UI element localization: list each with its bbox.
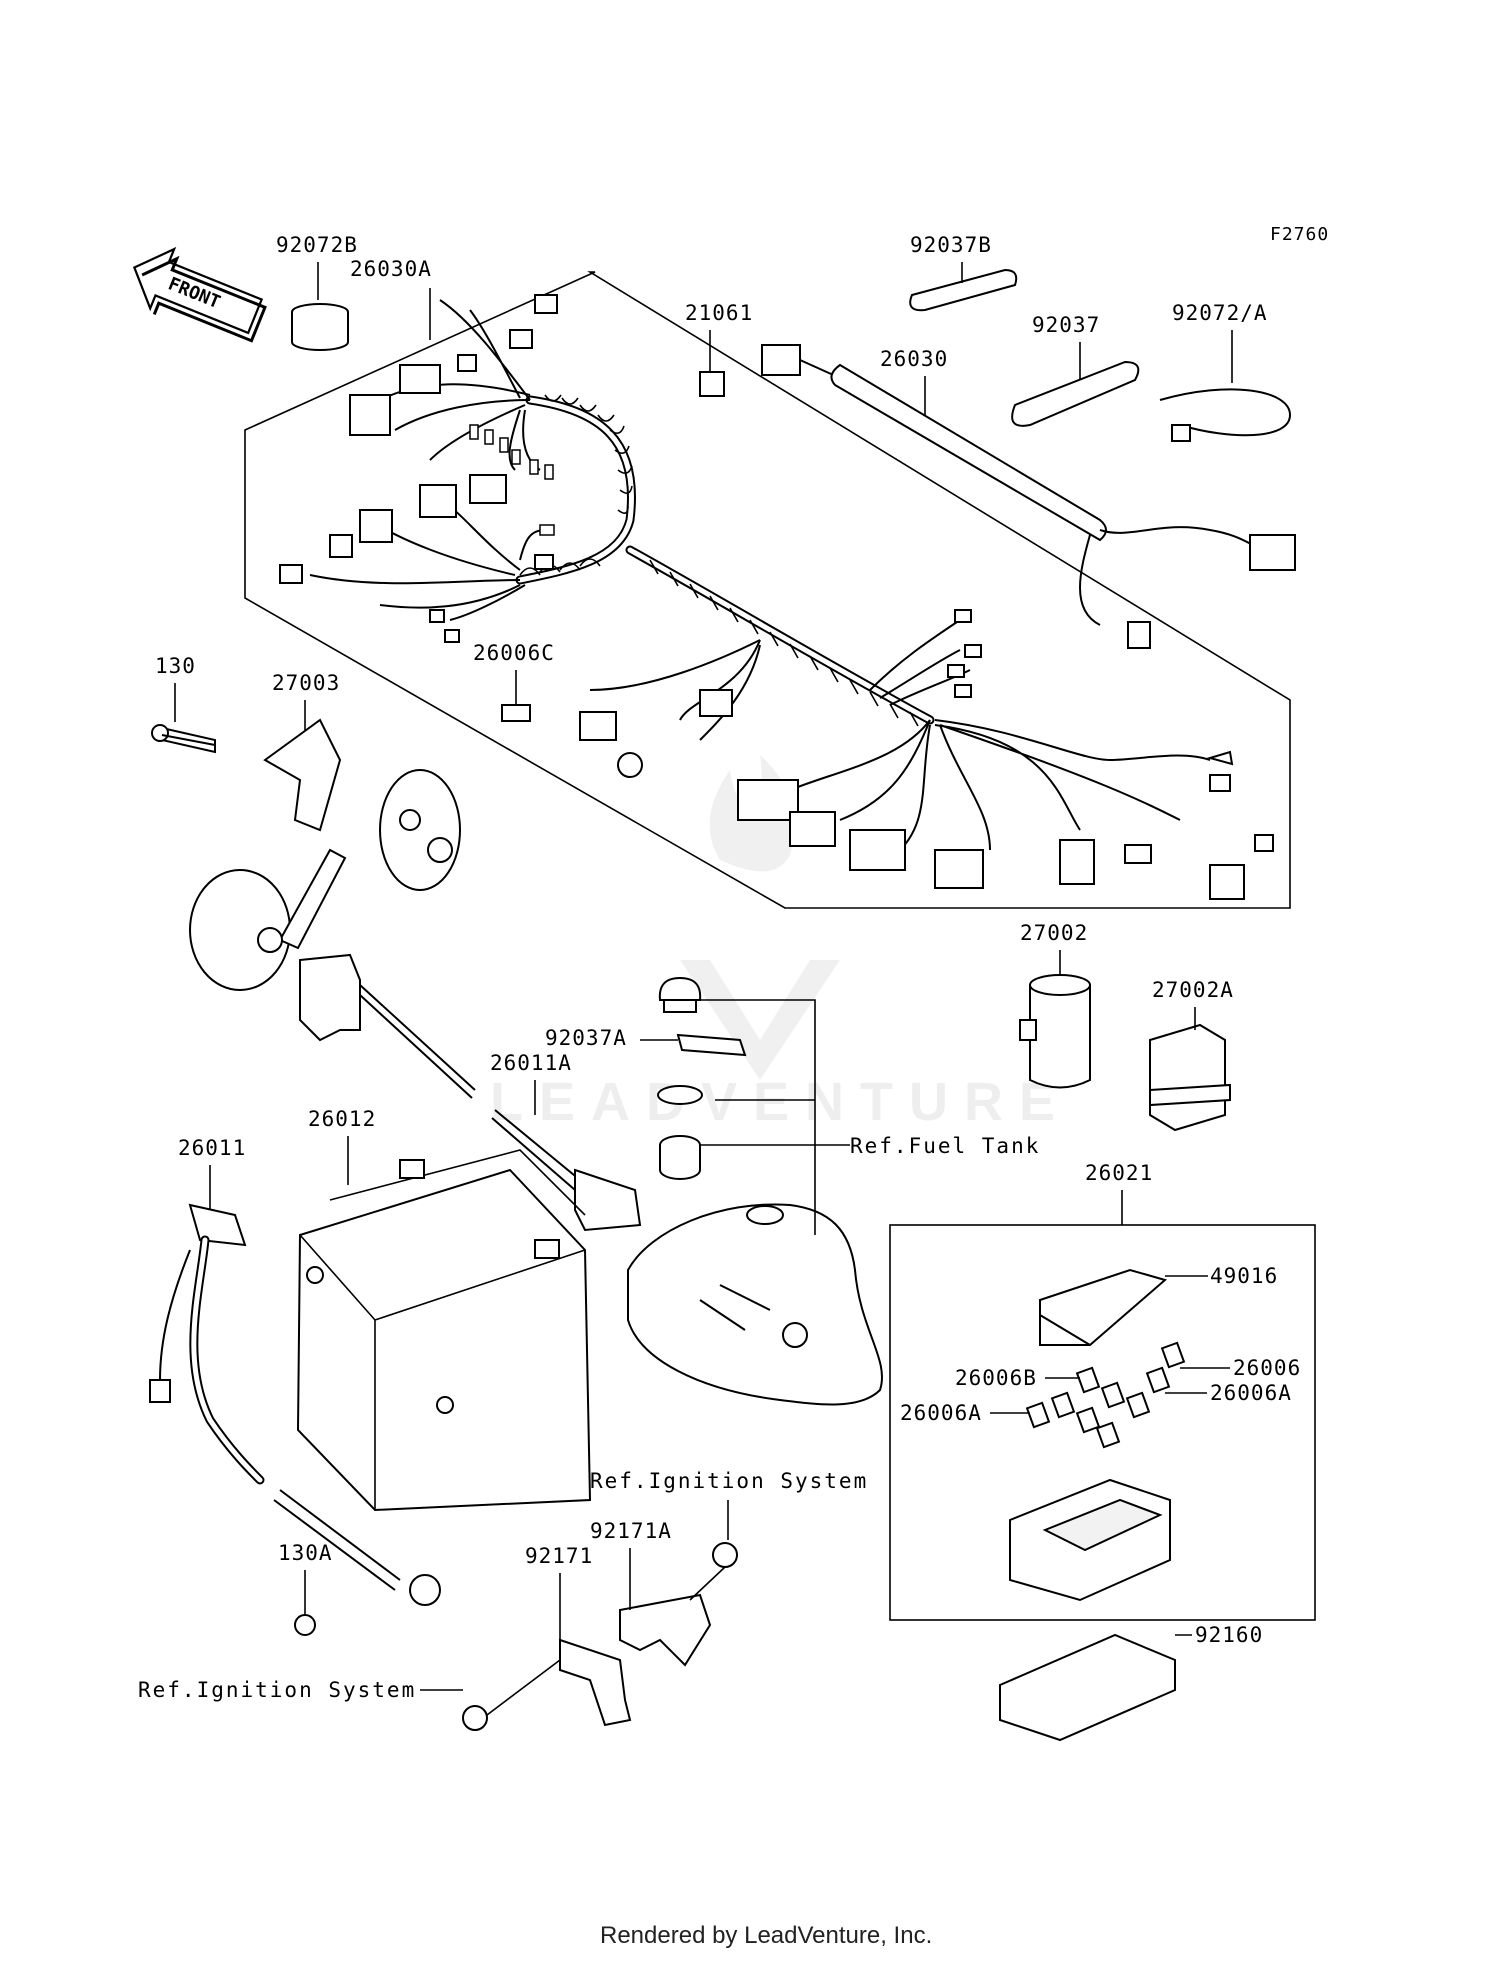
front-arrow: FRONT: [132, 246, 267, 343]
label-49016: 49016: [1210, 1264, 1278, 1288]
part-21061-shape: [699, 371, 725, 397]
part-26006C-shape: [501, 704, 531, 722]
label-92171: 92171: [525, 1544, 593, 1568]
label-130A: 130A: [278, 1541, 333, 1565]
sub-wiring-harness: [761, 344, 1296, 649]
part-92072B-shape: [291, 303, 349, 351]
label-92171A: 92171A: [590, 1519, 672, 1543]
part-92171-bracket: [462, 1638, 632, 1731]
label-26006: 26006: [1233, 1356, 1301, 1380]
watermark-text: LEADVENTURE: [490, 1072, 1071, 1132]
label-26006C: 26006C: [473, 641, 555, 665]
label-26006B: 26006B: [955, 1366, 1037, 1390]
part-92160-cover: [999, 1633, 1176, 1742]
ref-fuel-tank: Ref.Fuel Tank: [850, 1134, 1040, 1158]
footer-credit: Rendered by LeadVenture, Inc.: [600, 1922, 932, 1949]
label-21061: 21061: [685, 301, 753, 325]
part-26011A-shape: [299, 953, 642, 1232]
label-92160: 92160: [1195, 1623, 1263, 1647]
label-26030: 26030: [880, 347, 948, 371]
label-92037: 92037: [1032, 313, 1100, 337]
label-26021: 26021: [1085, 1161, 1153, 1185]
label-92072A: 92072/A: [1172, 301, 1268, 325]
fuses: [1025, 1341, 1186, 1449]
fuse-box-outline: [889, 1224, 1316, 1621]
label-27002: 27002: [1020, 921, 1088, 945]
label-130: 130: [155, 654, 196, 678]
fuse-block-body: [1009, 1478, 1171, 1602]
part-26011-cable: [149, 1203, 441, 1606]
part-26012-battery: [296, 1149, 592, 1512]
part-92037-shape: [1011, 360, 1140, 427]
label-92037A: 92037A: [545, 1026, 627, 1050]
label-26011: 26011: [178, 1136, 246, 1160]
part-92171A-bracket: [619, 1542, 738, 1667]
label-26011A: 26011A: [490, 1051, 572, 1075]
label-26030A: 26030A: [350, 257, 432, 281]
label-92037B: 92037B: [910, 233, 992, 257]
label-27003: 27003: [272, 671, 340, 695]
part-27002A-shape: [1149, 1023, 1231, 1132]
harness-outline: [244, 271, 1291, 909]
part-92037B-shape: [909, 268, 1018, 312]
label-26006A-right: 26006A: [1210, 1381, 1292, 1405]
part-92072A-shape: [1159, 388, 1292, 442]
label-27002A: 27002A: [1152, 978, 1234, 1002]
part-27002-shape: [1019, 974, 1091, 1089]
label-92072B: 92072B: [276, 233, 358, 257]
part-130-bolt: [161, 734, 216, 746]
part-130A-shape: [294, 1614, 316, 1636]
fuel-tank-assembly: [627, 976, 883, 1406]
ref-ignition-lower: Ref.Ignition System: [138, 1678, 416, 1702]
watermark: LEADVENTURE: [490, 755, 1071, 1132]
label-26012: 26012: [308, 1107, 376, 1131]
diagram-code: F2760: [1270, 224, 1329, 245]
horn-assembly: [151, 718, 461, 991]
ref-ignition-upper: Ref.Ignition System: [590, 1469, 868, 1493]
main-wiring-harness: [279, 294, 1274, 900]
labels: 92072B 26030A 21061 92037B 26030 92037 9…: [138, 233, 1301, 1702]
label-26006A-left: 26006A: [900, 1401, 982, 1425]
part-49016-cover: [1039, 1268, 1168, 1346]
